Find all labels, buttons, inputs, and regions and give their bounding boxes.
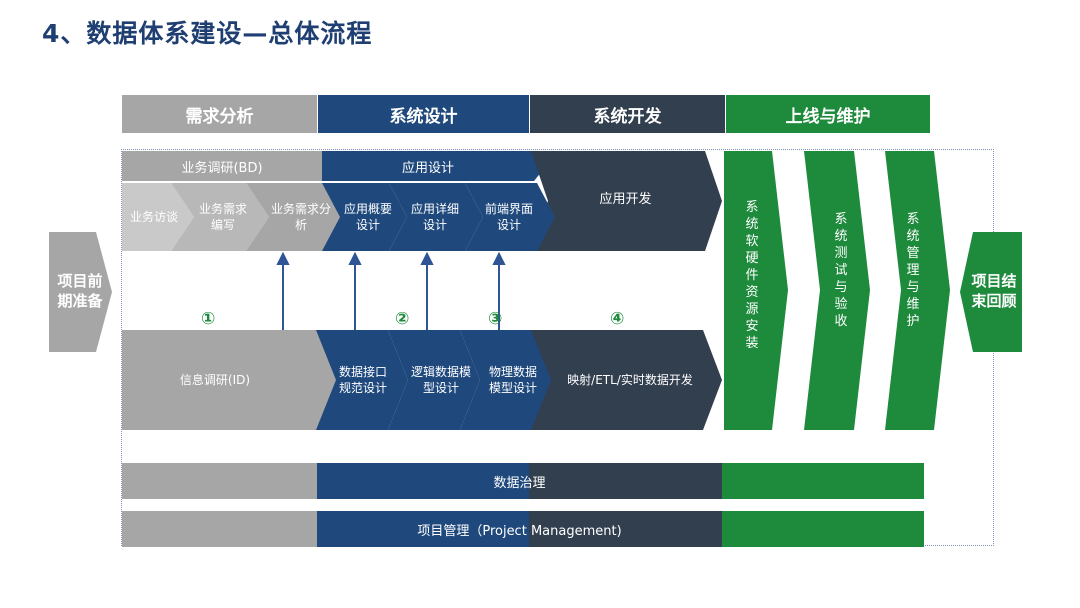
step-business-interview: 业务访谈 (130, 210, 179, 224)
governance-bar-gray (122, 463, 317, 499)
step-shape (171, 183, 269, 251)
group-app-design-shape (322, 151, 546, 181)
arrow-head (276, 251, 290, 265)
step-info-research: 信息调研(ID) (179, 373, 251, 387)
phase-development: 系统开发 (530, 95, 725, 133)
green-step-shape (804, 151, 870, 430)
step-shape (322, 183, 407, 251)
pm-bar-navy (317, 511, 529, 547)
step-etl-development: 映射/ETL/实时数据开发 (567, 373, 693, 387)
step-shape (122, 183, 194, 251)
step-data-interface-spec: 数据接口规范设计 (338, 365, 387, 395)
step-shape (460, 330, 552, 430)
start-arrow-shape (49, 232, 112, 352)
pm-bar-gray (122, 511, 317, 547)
arrow-head (420, 251, 434, 265)
green-step-shape (724, 151, 788, 430)
app-development-shape (531, 151, 722, 251)
step-shape (246, 183, 345, 251)
arrow-head (348, 251, 362, 265)
phase-design: 系统设计 (318, 95, 529, 133)
group-business-research: 业务调研(BD) (122, 151, 322, 181)
governance-bar-green (722, 463, 924, 499)
end-arrow-shape (960, 232, 1022, 352)
step-shape (316, 330, 408, 430)
governance-label: 数据治理 (493, 475, 546, 491)
page-title: 4、数据体系建设—总体流程 (42, 19, 373, 48)
pm-label: 项目管理（Project Management) (417, 523, 622, 539)
step-app-detail-design: 应用详细设计 (410, 202, 459, 232)
governance-bar-dark (529, 463, 722, 499)
marker-3: ③ (488, 309, 503, 329)
step-resource-install: 系统软硬件资源安装 (745, 199, 759, 351)
step-frontend-design: 前端界面设计 (484, 202, 533, 232)
pm-bar-dark (529, 511, 722, 547)
marker-4: ④ (610, 309, 625, 329)
app-development-label: 应用开发 (599, 191, 652, 207)
arrow-head (492, 251, 506, 265)
step-shape (531, 330, 722, 430)
step-shape (122, 330, 344, 430)
marker-2: ② (395, 309, 410, 329)
pm-bar-green (722, 511, 924, 547)
step-physical-model: 物理数据模型设计 (488, 365, 537, 395)
step-system-maintenance: 系统管理与维护 (906, 211, 920, 329)
marker-1: ① (201, 309, 216, 329)
step-requirement-writing: 业务需求编写 (198, 202, 247, 232)
step-test-acceptance: 系统测试与验收 (834, 211, 848, 329)
phase-requirements: 需求分析 (122, 95, 317, 133)
phase-launch-maintenance: 上线与维护 (726, 95, 930, 133)
step-shape (389, 183, 483, 251)
step-requirement-analysis: 业务需求分析 (271, 202, 332, 232)
step-logical-model: 逻辑数据模型设计 (410, 365, 471, 395)
green-step-shape (885, 151, 950, 430)
project-preparation: 项目前期准备 (57, 272, 103, 310)
step-shape (388, 330, 480, 430)
group-app-design: 应用设计 (401, 160, 454, 176)
step-shape (465, 183, 555, 251)
project-review: 项目结束回顾 (971, 272, 1017, 310)
step-app-outline-design: 应用概要设计 (344, 202, 393, 232)
